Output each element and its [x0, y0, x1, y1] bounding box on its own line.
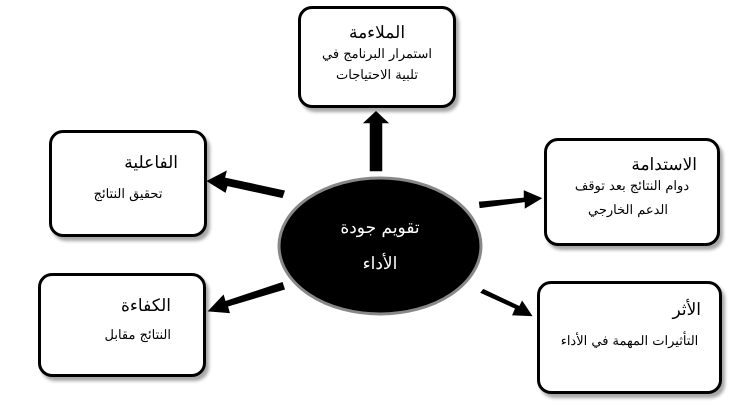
- center-line-1: تقويم جودة: [340, 218, 420, 238]
- arrow-to-efficiency: [204, 280, 287, 315]
- arrow-to-impact: [477, 287, 536, 318]
- center-label: تقويم جودة الأداء: [300, 210, 460, 282]
- node-sustainability: الاستدامة دوام النتائج بعد توقف الدعم ال…: [544, 138, 720, 246]
- node-relevance: الملاءمة استمرار البرنامج في تلبية الاحت…: [298, 6, 456, 108]
- node-sustainability-desc-1: دوام النتائج بعد توقف: [574, 179, 690, 194]
- center-ellipse: [277, 176, 483, 316]
- node-relevance-desc-1: استمرار البرنامج في: [322, 47, 432, 62]
- node-efficiency-desc-1: النتائج مقابل: [104, 328, 172, 343]
- node-effectiveness-desc-1: تحقيق النتائج: [93, 187, 163, 202]
- node-sustainability-desc-2: الدعم الخارجي: [587, 203, 668, 218]
- arrow-to-effectiveness: [203, 167, 287, 200]
- node-sustainability-title: الاستدامة: [631, 155, 697, 175]
- node-relevance-desc-2: تلبية الاحتياجات: [336, 68, 418, 83]
- node-impact: الأثر التأثيرات المهمة في الأداء: [537, 281, 722, 394]
- node-efficiency-title: الكفاءة: [121, 296, 171, 316]
- node-effectiveness-title: الفاعلية: [124, 153, 178, 173]
- arrow-to-sustainability: [477, 187, 546, 212]
- arrow-to-relevance: [359, 108, 393, 173]
- node-effectiveness: الفاعلية تحقيق النتائج: [49, 130, 207, 237]
- node-impact-desc-1: التأثيرات المهمة في الأداء: [560, 334, 699, 349]
- center-line-2: الأداء: [362, 254, 398, 274]
- node-efficiency: الكفاءة النتائج مقابل: [38, 273, 206, 377]
- node-impact-title: الأثر: [672, 300, 701, 320]
- node-relevance-title: الملاءمة: [348, 23, 406, 43]
